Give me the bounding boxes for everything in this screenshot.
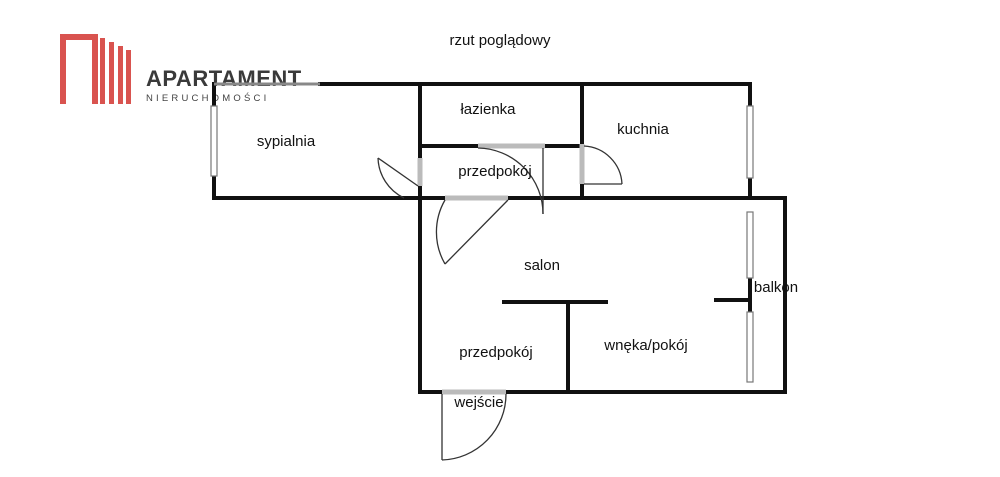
company-logo: APARTAMENT NIERUCHOMOŚCI bbox=[60, 34, 302, 104]
room-label-bathroom: łazienka bbox=[460, 101, 516, 118]
door-swing-icon bbox=[441, 393, 507, 461]
door-swing-icon bbox=[435, 199, 509, 265]
room-label-hall-upper: przedpokój bbox=[458, 163, 531, 180]
room-label-living-room: salon bbox=[524, 257, 560, 274]
window-alcove bbox=[746, 311, 754, 383]
room-label-alcove: wnęka/pokój bbox=[603, 337, 687, 354]
room-label-hall-lower: przedpokój bbox=[459, 344, 532, 361]
logo-name: APARTAMENT bbox=[146, 66, 302, 91]
door-swing-icon bbox=[377, 157, 419, 199]
window-salon bbox=[746, 211, 754, 279]
window-kitchen bbox=[746, 105, 754, 179]
door-swing-icon bbox=[477, 147, 544, 215]
room-label-balcony: balkon bbox=[754, 279, 798, 296]
room-label-entrance: wejście bbox=[453, 394, 503, 411]
door-swings bbox=[377, 145, 623, 461]
room-label-kitchen: kuchnia bbox=[617, 121, 669, 138]
logo-mark-icon bbox=[60, 34, 131, 104]
door-openings bbox=[417, 143, 585, 395]
windows bbox=[210, 105, 754, 383]
plan-title: rzut poglądowy bbox=[450, 32, 551, 49]
window-bedroom bbox=[210, 105, 218, 177]
logo-subtitle: NIERUCHOMOŚCI bbox=[146, 92, 269, 104]
room-label-bedroom: sypialnia bbox=[257, 133, 316, 150]
door-swing-icon bbox=[583, 145, 623, 185]
